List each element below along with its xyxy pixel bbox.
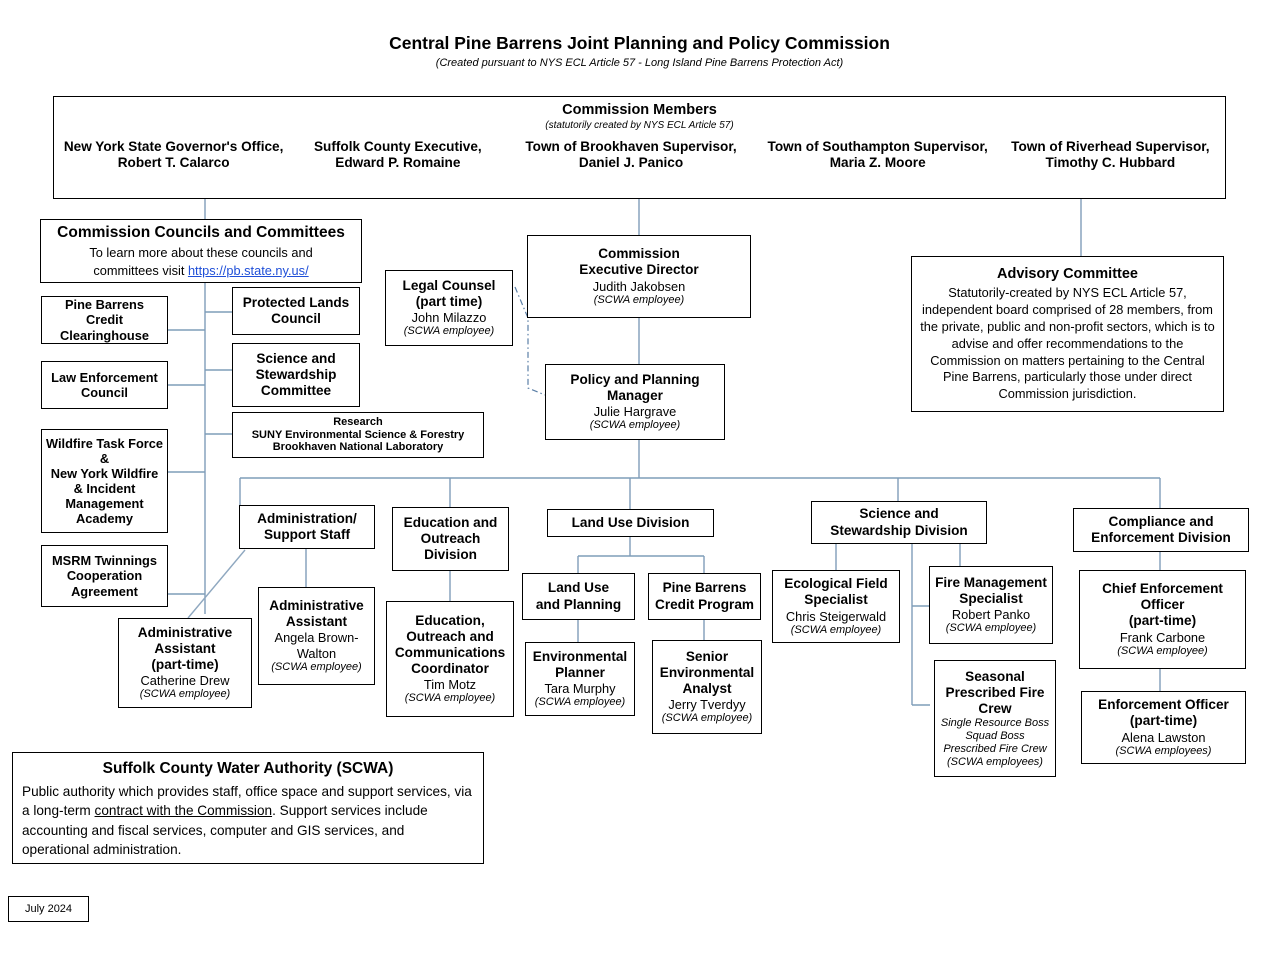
commission-members-note: (statutorily created by NYS ECL Article … — [545, 120, 734, 132]
councils-panel-visit-text: committees visit — [93, 263, 188, 278]
chief-enforcement-officer-box: Chief Enforcement Officer (part-time) Fr… — [1079, 570, 1246, 669]
advisory-committee-heading: Advisory Committee — [996, 265, 1138, 282]
division-science-stewardship: Science and Stewardship Division — [811, 501, 987, 544]
administrative-assistant-box: Administrative Assistant Angela Brown-Wa… — [258, 587, 375, 685]
education-outreach-communications-coordinator-box: Education, Outreach and Communications C… — [386, 601, 514, 717]
council-pine-barrens-credit-clearinghouse: Pine Barrens Credit Clearinghouse — [41, 296, 168, 344]
councils-panel-line1: To learn more about these councils and — [89, 244, 313, 260]
date-stamp-box: July 2024 — [8, 896, 89, 922]
scwa-body: Public authority which provides staff, o… — [22, 782, 474, 859]
unit-land-use-and-planning: Land Use and Planning — [522, 573, 635, 620]
commission-members-box: Commission Members (statutorily created … — [53, 96, 1226, 199]
commission-members-heading: Commission Members — [562, 102, 717, 118]
council-research: Research SUNY Environmental Science & Fo… — [232, 412, 484, 458]
councils-panel-heading: Commission Councils and Committees — [57, 223, 345, 241]
division-education-outreach: Education and Outreach Division — [392, 507, 509, 571]
senior-environmental-analyst-box: Senior Environmental Analyst Jerry Tverd… — [652, 640, 762, 734]
commission-member: Suffolk County Executive, Edward P. Roma… — [313, 138, 482, 170]
council-wildfire-task-force: Wildfire Task Force & New York Wildfire … — [41, 429, 168, 533]
councils-panel-line2: committees visit https://pb.state.ny.us/ — [93, 262, 308, 280]
advisory-committee-body: Statutorily-created by NYS ECL Article 5… — [920, 284, 1215, 402]
policy-planning-manager-box: Policy and Planning Manager Julie Hargra… — [545, 364, 725, 440]
enforcement-officer-box: Enforcement Officer (part-time) Alena La… — [1081, 691, 1246, 764]
scwa-contract-link: contract with the Commission — [94, 803, 273, 819]
page-subtitle: (Created pursuant to NYS ECL Article 57 … — [435, 57, 844, 69]
executive-director-box: Commission Executive Director Judith Jak… — [527, 235, 751, 318]
division-compliance-enforcement: Compliance and Enforcement Division — [1073, 508, 1249, 552]
scwa-body-part2: . Support services include accounting an… — [22, 803, 428, 857]
seasonal-prescribed-fire-crew-box: Seasonal Prescribed Fire Crew Single Res… — [934, 660, 1056, 777]
ecological-field-specialist-box: Ecological Field Specialist Chris Steige… — [772, 570, 900, 643]
page-title: Central Pine Barrens Joint Planning and … — [389, 33, 890, 53]
division-administration-support-staff: Administration/ Support Staff — [239, 505, 375, 549]
scwa-box: Suffolk County Water Authority (SCWA) Pu… — [12, 752, 484, 864]
legal-counsel-box: Legal Counsel (part time) John Milazzo (… — [385, 270, 513, 346]
councils-panel-url-link[interactable]: https://pb.state.ny.us/ — [187, 263, 309, 278]
unit-pine-barrens-credit-program: Pine Barrens Credit Program — [648, 573, 761, 620]
fire-management-specialist-box: Fire Management Specialist Robert Panko … — [929, 566, 1053, 644]
commission-member: Town of Southampton Supervisor, Maria Z.… — [767, 138, 988, 170]
scwa-body-part1: Public authority which provides staff, o… — [22, 784, 472, 819]
commission-member: New York State Governor's Office, Robert… — [63, 138, 284, 170]
division-land-use: Land Use Division — [547, 509, 714, 537]
administrative-assistant-part-time-box: Administrative Assistant (part-time) Cat… — [118, 618, 252, 708]
council-protected-lands-council: Protected Lands Council — [232, 287, 360, 335]
council-science-stewardship-committee: Science and Stewardship Committee — [232, 343, 360, 407]
environmental-planner-box: Environmental Planner Tara Murphy (SCWA … — [525, 642, 635, 716]
advisory-committee-box: Advisory Committee Statutorily-created b… — [911, 256, 1224, 412]
council-msrm-twinnings: MSRM Twinnings Cooperation Agreement — [41, 545, 168, 607]
commission-member: Town of Brookhaven Supervisor, Daniel J.… — [525, 138, 737, 170]
scwa-heading: Suffolk County Water Authority (SCWA) — [102, 760, 394, 777]
commission-councils-panel: Commission Councils and Committees To le… — [40, 219, 362, 283]
council-law-enforcement-council: Law Enforcement Council — [41, 361, 168, 409]
commission-member: Town of Riverhead Supervisor, Timothy C.… — [1011, 138, 1210, 170]
